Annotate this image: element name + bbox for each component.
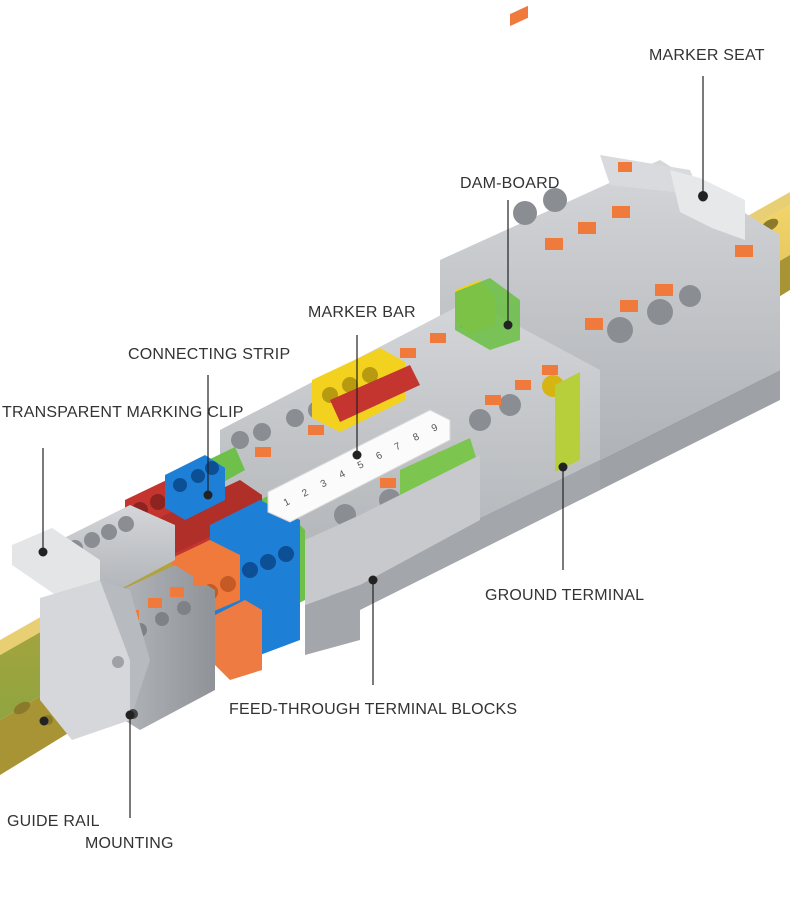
dot-transparent-marking-clip bbox=[38, 547, 48, 557]
dot-dam-board bbox=[503, 320, 513, 330]
label-guide-rail: GUIDE RAIL bbox=[7, 813, 100, 830]
dot-marker-bar bbox=[352, 450, 362, 460]
marker-number: 8 bbox=[411, 431, 421, 444]
label-feed-through-terminal-blocks: FEED-THROUGH TERMINAL BLOCKS bbox=[229, 701, 518, 718]
marker-number: 4 bbox=[337, 469, 347, 482]
label-ground-terminal: GROUND TERMINAL bbox=[485, 587, 645, 604]
mounting-end-bracket bbox=[12, 528, 150, 740]
label-dam-board: DAM-BOARD bbox=[460, 175, 560, 192]
dot-connecting-strip bbox=[203, 490, 213, 500]
label-transparent-marking-clip: TRANSPARENT MARKING CLIP bbox=[2, 404, 244, 421]
dot-guide-rail bbox=[39, 716, 49, 726]
marker-number: 2 bbox=[300, 487, 310, 500]
label-marker-seat: MARKER SEAT bbox=[649, 47, 765, 64]
leader-lines bbox=[42, 76, 704, 818]
label-mounting: MOUNTING bbox=[85, 835, 174, 852]
dot-ground-terminal bbox=[558, 462, 568, 472]
marker-number: 6 bbox=[374, 450, 384, 463]
leader-dots bbox=[38, 192, 708, 726]
marker-number: 9 bbox=[430, 422, 440, 435]
dot-feed-through bbox=[368, 575, 378, 585]
label-connecting-strip: CONNECTING STRIP bbox=[128, 346, 291, 363]
dot-marker-seat bbox=[698, 192, 708, 202]
marker-number: 3 bbox=[319, 478, 329, 491]
dot-mounting bbox=[125, 710, 135, 720]
label-marker-bar: MARKER BAR bbox=[308, 304, 416, 321]
marker-number: 1 bbox=[282, 496, 292, 509]
marker-number: 7 bbox=[393, 441, 403, 454]
marker-number: 5 bbox=[356, 459, 366, 472]
